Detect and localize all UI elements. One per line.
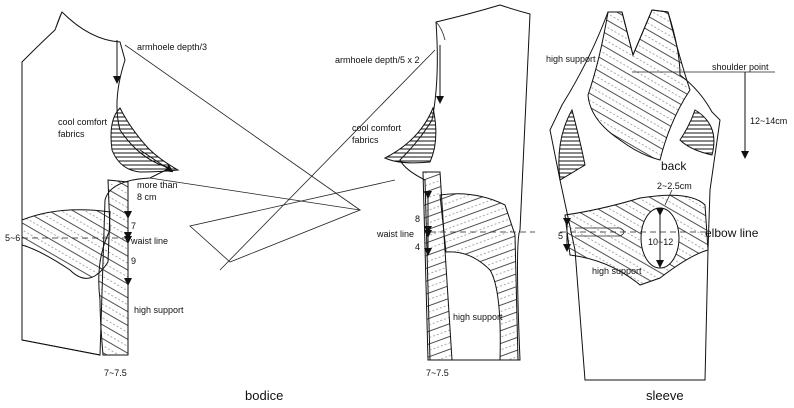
label-7-left: 7 xyxy=(131,221,136,231)
label-waist-line-left: waist line xyxy=(130,236,168,246)
high-support-panel-right-waist xyxy=(439,193,519,361)
label-armhole-depth-left: armhoele depth/3 xyxy=(137,42,207,52)
caption-sleeve: sleeve xyxy=(646,388,684,403)
construction-lines xyxy=(124,44,436,271)
cross-line-2 xyxy=(219,49,436,271)
label-more-than-2: 8 cm xyxy=(137,192,157,202)
cross-line-1 xyxy=(124,44,361,211)
neckline-curve xyxy=(54,11,63,31)
sleeve-mesh-right xyxy=(679,109,715,156)
label-12-14: 12~14cm xyxy=(750,116,787,126)
dimension-2-25-leader xyxy=(664,189,673,206)
more-than-arrow xyxy=(139,149,174,173)
label-cool-comfort-right-1: cool comfort xyxy=(352,123,402,133)
back-neckline xyxy=(435,21,446,41)
label-high-support-sleeve-bottom: high support xyxy=(592,266,642,276)
label-high-support-right: high support xyxy=(453,312,503,322)
back-bodice xyxy=(383,4,535,361)
label-cool-comfort-right-2: fabrics xyxy=(352,135,379,145)
label-waist-line-right: waist line xyxy=(376,229,414,239)
label-elbow-line: elbow line xyxy=(705,226,759,240)
label-7-75-left: 7~7.5 xyxy=(104,368,127,378)
sleeve-mesh-left xyxy=(558,108,586,181)
label-high-support-sleeve-top: high support xyxy=(546,54,596,64)
front-bodice-outline xyxy=(21,11,172,356)
label-armhole-depth-right: armhoele depth/5 x 2 xyxy=(335,55,420,65)
high-support-panel-left-waist xyxy=(21,209,111,279)
label-5-sleeve: 5 xyxy=(558,231,563,241)
label-8-right: 8 xyxy=(415,214,420,224)
cool-comfort-panel-left xyxy=(110,107,180,173)
label-back: back xyxy=(661,159,687,173)
cool-comfort-panel-right xyxy=(383,106,437,164)
label-9-left: 9 xyxy=(131,256,136,266)
elbow-inner-marker xyxy=(575,227,625,237)
construction-rectangle xyxy=(149,177,396,263)
label-2-25: 2~2.5cm xyxy=(657,181,692,191)
label-high-support-left: high support xyxy=(134,305,184,315)
label-10-12: 10~12 xyxy=(648,237,673,247)
label-more-than-1: more than xyxy=(137,180,178,190)
front-hem xyxy=(21,339,101,356)
label-7-75-right: 7~7.5 xyxy=(426,368,449,378)
sleeve-cap-panel xyxy=(587,9,691,161)
front-bodice xyxy=(21,11,180,356)
label-cool-comfort-left-1: cool comfort xyxy=(58,117,108,127)
label-cool-comfort-left-2: fabrics xyxy=(58,129,85,139)
label-shoulder-point: shoulder point xyxy=(712,62,769,72)
label-5-6: 5~6 xyxy=(5,233,20,243)
label-4-right: 4 xyxy=(415,242,420,252)
caption-bodice: bodice xyxy=(245,388,283,403)
sleeve xyxy=(549,9,775,381)
